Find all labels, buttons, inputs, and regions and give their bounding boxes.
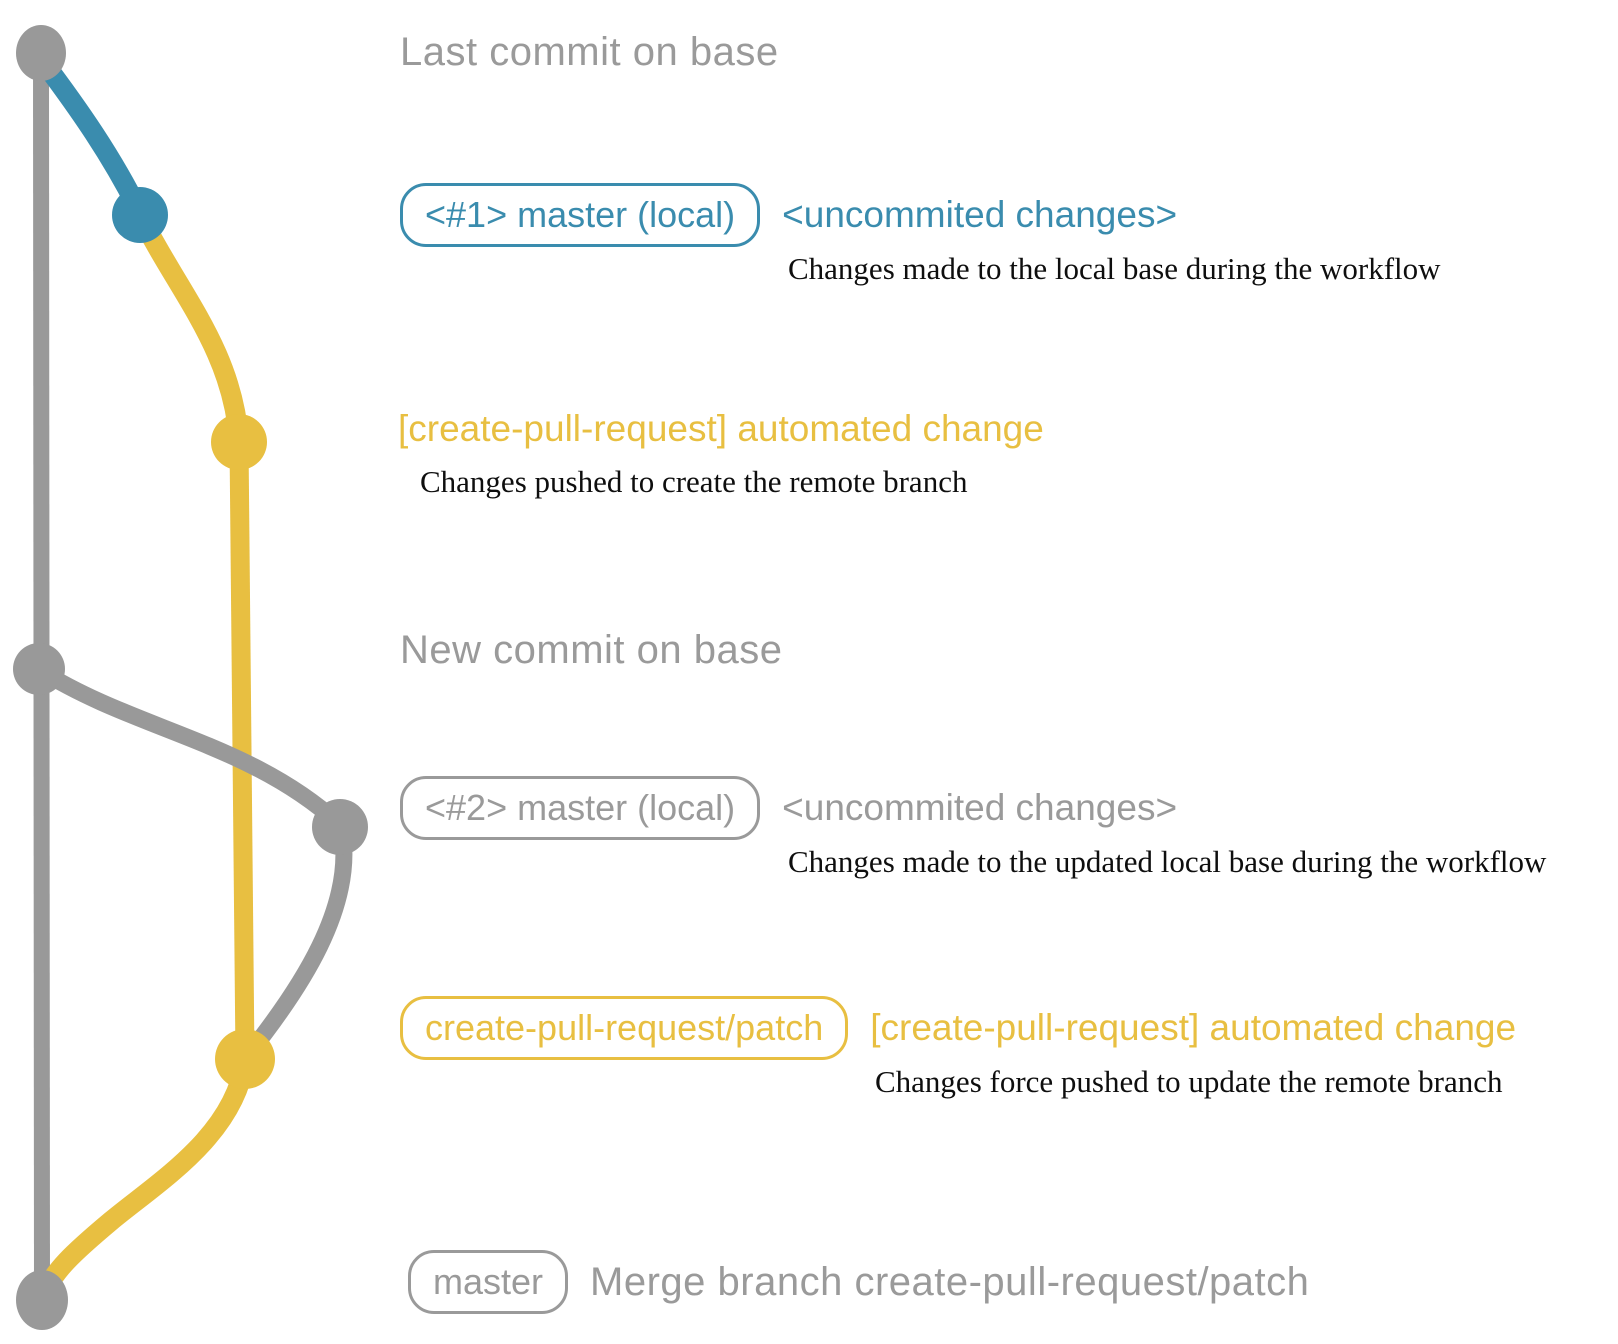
force-push-curve	[238, 817, 353, 1065]
annotation-local-changes-2: Changes made to the updated local base d…	[788, 844, 1547, 879]
branch-badge-master: master	[408, 1250, 569, 1314]
local-master-branch-curve	[32, 50, 150, 223]
patch-branch-create-curve	[130, 205, 249, 450]
commit-dot-automated-change-2	[215, 1029, 275, 1089]
commit-dot-automated-change-1	[211, 414, 267, 470]
row-merge: master Merge branch create-pull-request/…	[408, 1250, 1309, 1314]
row-local-master-1: <#1> master (local) <uncommited changes>…	[400, 183, 1441, 287]
branch-badge-master-local-1: <#1> master (local)	[400, 183, 761, 247]
commit-dot-new-commit-on-base	[13, 643, 65, 695]
merge-commit-note: Merge branch create-pull-request/patch	[590, 1259, 1310, 1304]
automated-change-note-1: [create-pull-request] automated change	[398, 408, 1044, 449]
row-last-commit-on-base: Last commit on base	[400, 30, 779, 75]
patch-branch-line	[229, 441, 255, 1060]
row-new-commit-on-base: New commit on base	[400, 628, 782, 673]
commit-dot-last-commit-on-base	[16, 25, 66, 81]
commit-dot-merge-commit	[16, 1270, 68, 1330]
merge-curve	[33, 1051, 255, 1307]
rebased-local-curve	[31, 661, 347, 832]
new-commit-heading: New commit on base	[400, 628, 783, 672]
row-automated-change-1: [create-pull-request] automated change C…	[398, 408, 1044, 500]
uncommitted-changes-note-2: <uncommited changes>	[782, 787, 1178, 828]
commit-dot-uncommitted-changes-1	[112, 187, 168, 243]
branch-badge-patch: create-pull-request/patch	[400, 996, 849, 1060]
branch-badge-master-local-2: <#2> master (local)	[400, 776, 761, 840]
row-automated-change-2: create-pull-request/patch [create-pull-r…	[400, 996, 1516, 1100]
row-local-master-2: <#2> master (local) <uncommited changes>…	[400, 776, 1546, 880]
commit-dot-uncommitted-changes-2	[312, 799, 368, 855]
uncommitted-changes-note-1: <uncommited changes>	[782, 194, 1178, 235]
annotation-force-push: Changes force pushed to update the remot…	[875, 1064, 1503, 1099]
last-commit-heading: Last commit on base	[400, 30, 779, 74]
annotation-push-remote: Changes pushed to create the remote bran…	[420, 464, 968, 499]
automated-change-note-2: [create-pull-request] automated change	[870, 1007, 1517, 1048]
annotation-local-changes-1: Changes made to the local base during th…	[788, 251, 1441, 286]
